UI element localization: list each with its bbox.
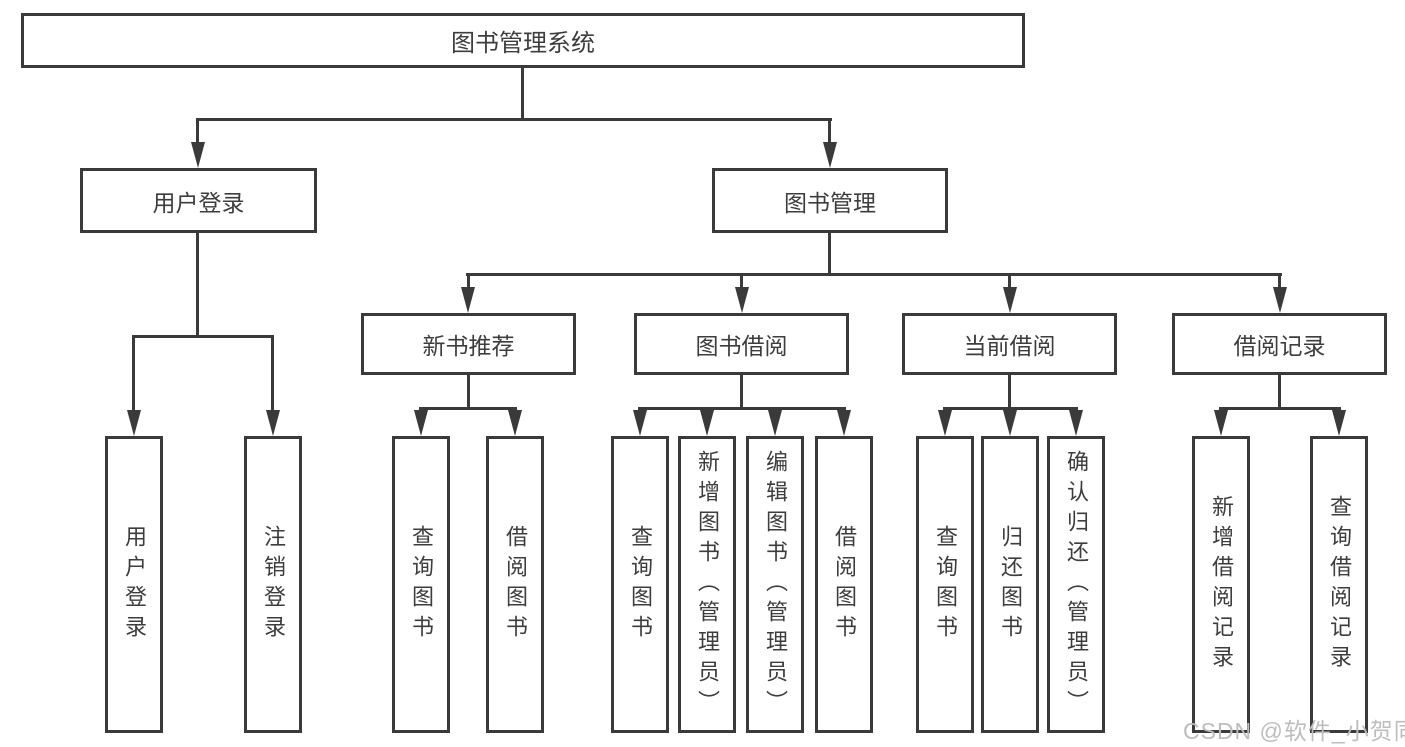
node-label: 编辑图书（管理员） (763, 449, 788, 720)
connector-line (196, 121, 199, 146)
node-add-borrow-record: 新增借阅记录 (1192, 436, 1250, 733)
arrow-down-icon (127, 410, 141, 436)
node-label: 新书推荐 (422, 333, 515, 359)
node-add-books-admin: 新增图书（管理员） (678, 436, 736, 733)
arrow-down-icon (1069, 410, 1083, 436)
node-label: 借阅图书 (832, 524, 857, 645)
connector-line (466, 273, 1282, 276)
node-borrow-books-1: 借阅图书 (486, 436, 544, 733)
connector-line (1278, 375, 1281, 407)
arrow-down-icon (768, 410, 782, 436)
arrow-down-icon (823, 142, 837, 168)
node-query-books-2: 查询图书 (611, 436, 669, 733)
node-label: 归还图书 (998, 524, 1023, 645)
connector-line (132, 338, 135, 410)
connector-line (1008, 375, 1011, 407)
node-label: 用户登录 (152, 189, 245, 216)
node-return-books: 归还图书 (981, 436, 1039, 733)
node-label: 图书管理系统 (451, 30, 595, 57)
arrow-down-icon (266, 410, 280, 436)
node-query-borrow-record: 查询借阅记录 (1310, 436, 1368, 733)
node-label: 借阅图书 (503, 524, 528, 645)
node-book-borrowing: 图书借阅 (634, 313, 849, 375)
node-label: 新增借阅记录 (1209, 494, 1234, 675)
node-label: 借阅记录 (1233, 333, 1326, 359)
connector-line (828, 233, 831, 273)
connector-line (196, 233, 199, 335)
node-book-management: 图书管理 (712, 168, 948, 233)
node-label: 用户登录 (122, 524, 147, 645)
connector-line (943, 407, 1078, 410)
node-label: 新增图书（管理员） (695, 449, 720, 720)
csdn-watermark: CSDN @软件_小贺同学 (1183, 718, 1405, 744)
node-label: 图书借阅 (695, 333, 788, 359)
arrow-down-icon (1214, 410, 1228, 436)
arrow-down-icon (1332, 410, 1346, 436)
node-label: 图书管理 (784, 189, 876, 216)
arrow-down-icon (508, 410, 522, 436)
arrow-down-icon (700, 410, 714, 436)
node-label: 确认归还（管理员） (1064, 449, 1089, 720)
arrow-down-icon (837, 410, 851, 436)
arrow-down-icon (633, 410, 647, 436)
node-confirm-return-admin: 确认归还（管理员） (1047, 436, 1105, 733)
node-user-login-leaf: 用户登录 (105, 436, 163, 733)
node-label: 查询图书 (409, 524, 434, 645)
arrow-down-icon (414, 410, 428, 436)
node-borrowing-records: 借阅记录 (1172, 313, 1387, 375)
arrow-down-icon (461, 287, 475, 313)
node-label: 注销登录 (261, 524, 286, 645)
connector-line (419, 407, 517, 410)
arrow-down-icon (1003, 287, 1017, 313)
connector-line (132, 335, 274, 338)
connector-line (828, 121, 831, 146)
node-query-books-1: 查询图书 (392, 436, 450, 733)
node-label: 查询借阅记录 (1327, 494, 1352, 675)
node-label: 当前借阅 (963, 333, 1056, 359)
node-user-login: 用户登录 (80, 168, 317, 233)
node-borrow-books-2: 借阅图书 (815, 436, 873, 733)
connector-line (521, 68, 524, 118)
connector-line (467, 276, 470, 289)
connector-line (638, 407, 846, 410)
node-library-management-system: 图书管理系统 (21, 13, 1025, 68)
connector-line (740, 375, 743, 407)
node-current-borrowing: 当前借阅 (902, 313, 1117, 375)
arrow-down-icon (1003, 410, 1017, 436)
node-label: 查询图书 (628, 524, 653, 645)
node-new-book-recommend: 新书推荐 (361, 313, 576, 375)
connector-line (1278, 276, 1281, 289)
arrow-down-icon (735, 287, 749, 313)
connector-line (740, 276, 743, 289)
connector-line (467, 375, 470, 407)
arrow-down-icon (938, 410, 952, 436)
node-label: 查询图书 (933, 524, 958, 645)
arrow-down-icon (1273, 287, 1287, 313)
node-logout: 注销登录 (244, 436, 302, 733)
connector-line (1219, 407, 1341, 410)
connector-line (1008, 276, 1011, 289)
connector-line (196, 118, 832, 121)
node-query-books-3: 查询图书 (916, 436, 974, 733)
node-edit-books-admin: 编辑图书（管理员） (746, 436, 804, 733)
connector-line (271, 338, 274, 410)
arrow-down-icon (191, 142, 205, 168)
